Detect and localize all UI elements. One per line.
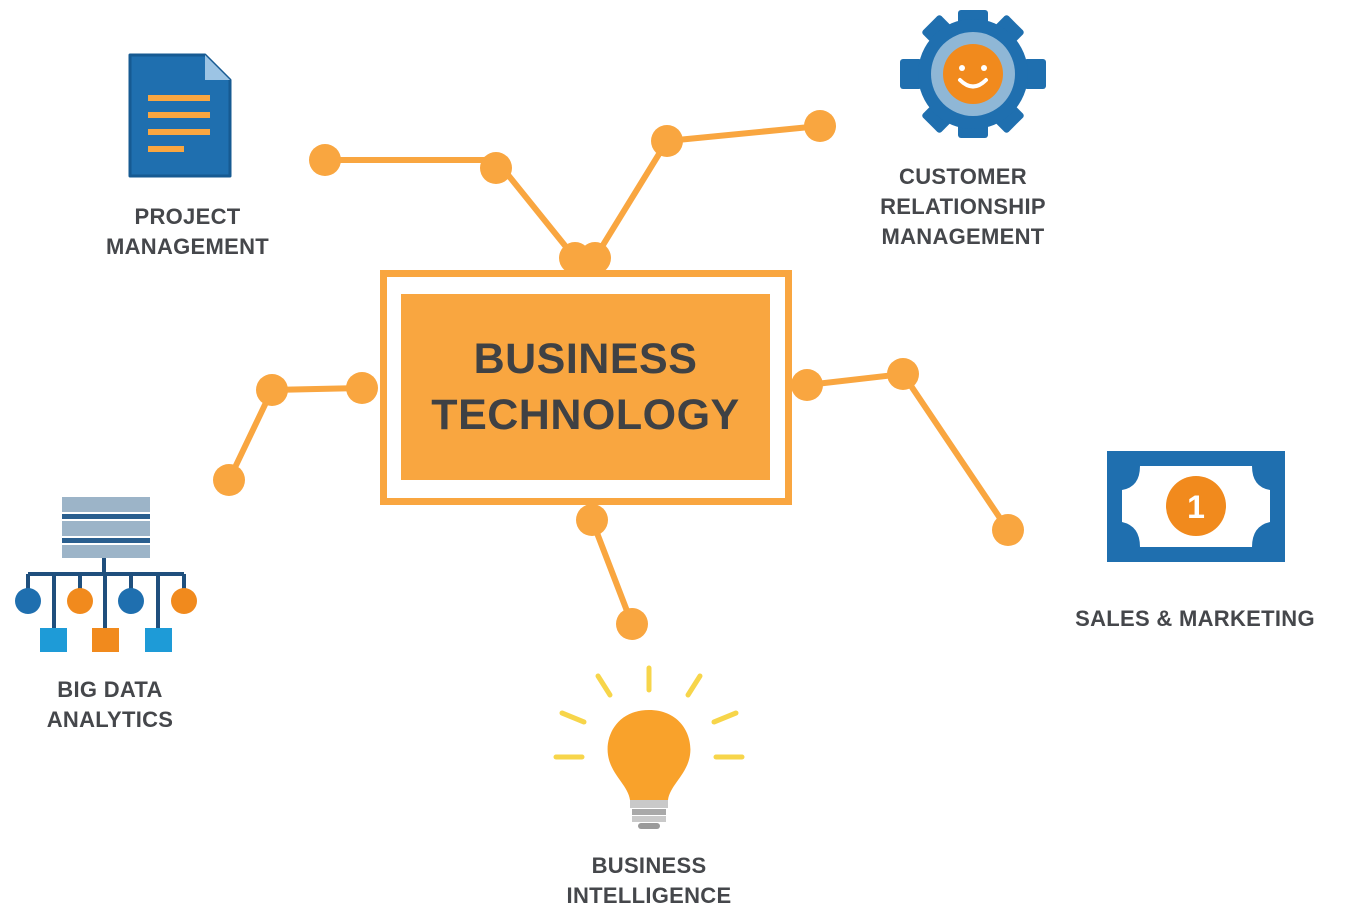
central-topic-fill: BUSINESS TECHNOLOGY bbox=[401, 294, 770, 480]
label-line: RELATIONSHIP bbox=[880, 194, 1046, 219]
banknote-badge: 1 bbox=[1187, 489, 1205, 525]
document-icon bbox=[128, 53, 232, 178]
gear-smiley-icon bbox=[900, 10, 1046, 138]
connector-dot bbox=[576, 504, 608, 536]
connector-business-intelligence bbox=[589, 517, 635, 627]
label-line: SALES & MARKETING bbox=[1075, 606, 1315, 631]
label-line: INTELLIGENCE bbox=[566, 883, 732, 908]
connector-dot bbox=[616, 608, 648, 640]
connector-dot bbox=[651, 125, 683, 157]
label-line: ANALYTICS bbox=[46, 707, 174, 732]
label-line: PROJECT bbox=[134, 204, 241, 229]
connector-dots bbox=[213, 110, 1024, 640]
label-line: MANAGEMENT bbox=[105, 234, 270, 259]
connector-dot bbox=[346, 372, 378, 404]
banknote-icon: 1 bbox=[1107, 451, 1285, 562]
connector-dot bbox=[804, 110, 836, 142]
connector-big-data bbox=[226, 385, 365, 483]
data-hierarchy-icon bbox=[15, 497, 197, 652]
label-line: BIG DATA bbox=[57, 677, 163, 702]
connector-dot bbox=[309, 144, 341, 176]
connector-sales-marketing bbox=[804, 370, 1011, 533]
connector-crm bbox=[592, 123, 823, 261]
connector-dot bbox=[887, 358, 919, 390]
connector-project-management bbox=[322, 157, 578, 261]
central-topic-line-1: BUSINESS bbox=[473, 335, 698, 383]
label-project-management: PROJECT MANAGEMENT bbox=[85, 202, 290, 262]
connector-dot bbox=[256, 374, 288, 406]
label-line: CUSTOMER bbox=[899, 164, 1027, 189]
label-crm: CUSTOMER RELATIONSHIP MANAGEMENT bbox=[853, 162, 1073, 252]
central-topic-line-2: TECHNOLOGY bbox=[431, 391, 740, 439]
label-sales-marketing: SALES & MARKETING bbox=[1040, 604, 1350, 634]
connector-dot bbox=[791, 369, 823, 401]
label-line: MANAGEMENT bbox=[881, 224, 1045, 249]
connector-dot bbox=[480, 152, 512, 184]
label-line: BUSINESS bbox=[591, 853, 707, 878]
connector-dot bbox=[992, 514, 1024, 546]
central-topic-box: BUSINESS TECHNOLOGY bbox=[380, 270, 792, 505]
lightbulb-icon bbox=[553, 665, 745, 829]
connector-dot bbox=[579, 242, 611, 274]
label-big-data: BIG DATA ANALYTICS bbox=[20, 675, 200, 735]
label-business-intelligence: BUSINESS INTELLIGENCE bbox=[540, 851, 758, 911]
connector-dot bbox=[213, 464, 245, 496]
